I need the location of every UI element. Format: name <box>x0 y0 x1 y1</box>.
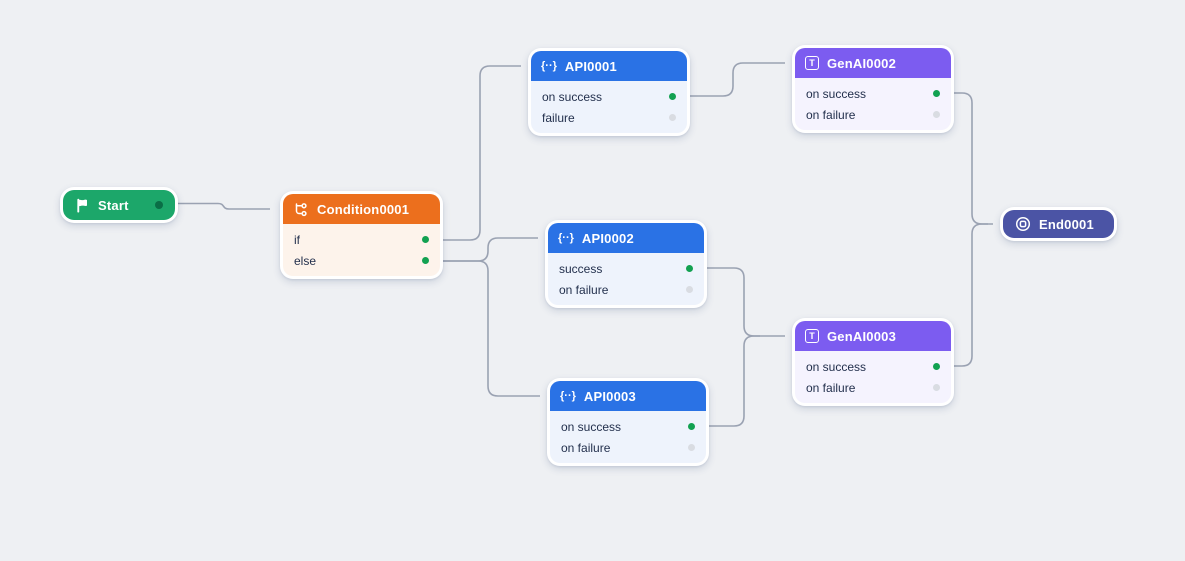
edge-condition0001.if-to-api0001[interactable] <box>443 65 521 241</box>
condition0001-node[interactable]: Condition0001 if else <box>280 191 443 279</box>
genai0002-node[interactable]: T GenAI0002 on success on failure <box>792 45 954 133</box>
node-title: Start <box>98 197 129 213</box>
end0001-node[interactable]: End0001 <box>1000 207 1117 241</box>
port-dot[interactable] <box>933 384 940 391</box>
node-body: if else <box>283 224 440 276</box>
output-row-on-failure: on failure <box>795 104 951 125</box>
text-icon: T <box>805 56 819 70</box>
output-row-on-failure: on failure <box>548 279 704 300</box>
node-body: on success on failure <box>795 78 951 130</box>
api0001-node[interactable]: {··} API0001 on success failure <box>528 48 690 136</box>
port-dot[interactable] <box>686 265 693 272</box>
flag-icon <box>75 198 90 213</box>
edge-api0003.on-success-to-genai0003[interactable] <box>709 335 760 427</box>
edge-genai0003.on-success-to-end0001[interactable] <box>954 223 988 367</box>
port-dot[interactable] <box>669 93 676 100</box>
port-dot[interactable] <box>933 90 940 97</box>
stop-icon <box>1015 216 1031 232</box>
node-body: success on failure <box>548 253 704 305</box>
node-header: T GenAI0002 <box>795 48 951 78</box>
output-row-on-failure: on failure <box>795 377 951 398</box>
port-dot[interactable] <box>933 363 940 370</box>
port-dot[interactable] <box>422 236 429 243</box>
braces-icon: {··} <box>560 390 576 402</box>
api0003-node[interactable]: {··} API0003 on success on failure <box>547 378 709 466</box>
port-label: on success <box>806 86 867 101</box>
node-header: Condition0001 <box>283 194 440 224</box>
port-dot[interactable] <box>155 201 163 209</box>
node-title: GenAI0003 <box>827 328 897 344</box>
node-header: {··} API0003 <box>550 381 706 411</box>
node-title: Condition0001 <box>317 201 410 217</box>
node-header: T GenAI0003 <box>795 321 951 351</box>
api0002-node[interactable]: {··} API0002 success on failure <box>545 220 707 308</box>
node-title: API0002 <box>581 230 634 246</box>
node-body: on success failure <box>531 81 687 133</box>
port-label: else <box>294 253 317 268</box>
port-dot[interactable] <box>933 111 940 118</box>
node-header: {··} API0001 <box>531 51 687 81</box>
edge-api0001.on-success-to-genai0002[interactable] <box>690 62 785 97</box>
port-label: on failure <box>559 282 609 297</box>
output-row-failure: failure <box>531 107 687 128</box>
braces-icon: {··} <box>558 232 574 244</box>
port-label: failure <box>542 110 575 125</box>
output-row-on-success: on success <box>531 86 687 107</box>
edge-start-to-condition0001[interactable] <box>178 202 270 210</box>
output-row-on-failure: on failure <box>550 437 706 458</box>
branch-icon <box>293 201 309 217</box>
edge-genai0002.on-success-to-end0001[interactable] <box>954 92 993 225</box>
node-body: on success on failure <box>795 351 951 403</box>
node-body: on success on failure <box>550 411 706 463</box>
edge-condition0001.else-to-api0003[interactable] <box>443 260 540 397</box>
port-dot[interactable] <box>686 286 693 293</box>
output-row-success: success <box>548 258 704 279</box>
port-dot[interactable] <box>669 114 676 121</box>
output-row-on-success: on success <box>795 83 951 104</box>
port-label: on failure <box>806 380 856 395</box>
text-icon: T <box>805 329 819 343</box>
node-title: GenAI0002 <box>827 55 897 71</box>
port-label: on failure <box>806 107 856 122</box>
edge-api0002.success-to-genai0003[interactable] <box>707 267 785 337</box>
port-label: on failure <box>561 440 611 455</box>
port-dot[interactable] <box>422 257 429 264</box>
edge-condition0001.else-to-api0002[interactable] <box>443 237 538 262</box>
port-label: on success <box>542 89 603 104</box>
braces-icon: {··} <box>541 60 557 72</box>
start-node[interactable]: Start <box>60 187 178 223</box>
node-title: API0001 <box>564 58 617 74</box>
output-row-on-success: on success <box>550 416 706 437</box>
node-title: API0003 <box>583 388 636 404</box>
port-label: on success <box>806 359 867 374</box>
node-header: {··} API0002 <box>548 223 704 253</box>
node-title: End0001 <box>1039 216 1094 232</box>
genai0003-node[interactable]: T GenAI0003 on success on failure <box>792 318 954 406</box>
output-row-if: if <box>283 229 440 250</box>
port-label: if <box>294 232 300 247</box>
output-row-on-success: on success <box>795 356 951 377</box>
port-label: on success <box>561 419 622 434</box>
port-dot[interactable] <box>688 423 695 430</box>
port-dot[interactable] <box>688 444 695 451</box>
output-row-else: else <box>283 250 440 271</box>
port-label: success <box>559 261 603 276</box>
